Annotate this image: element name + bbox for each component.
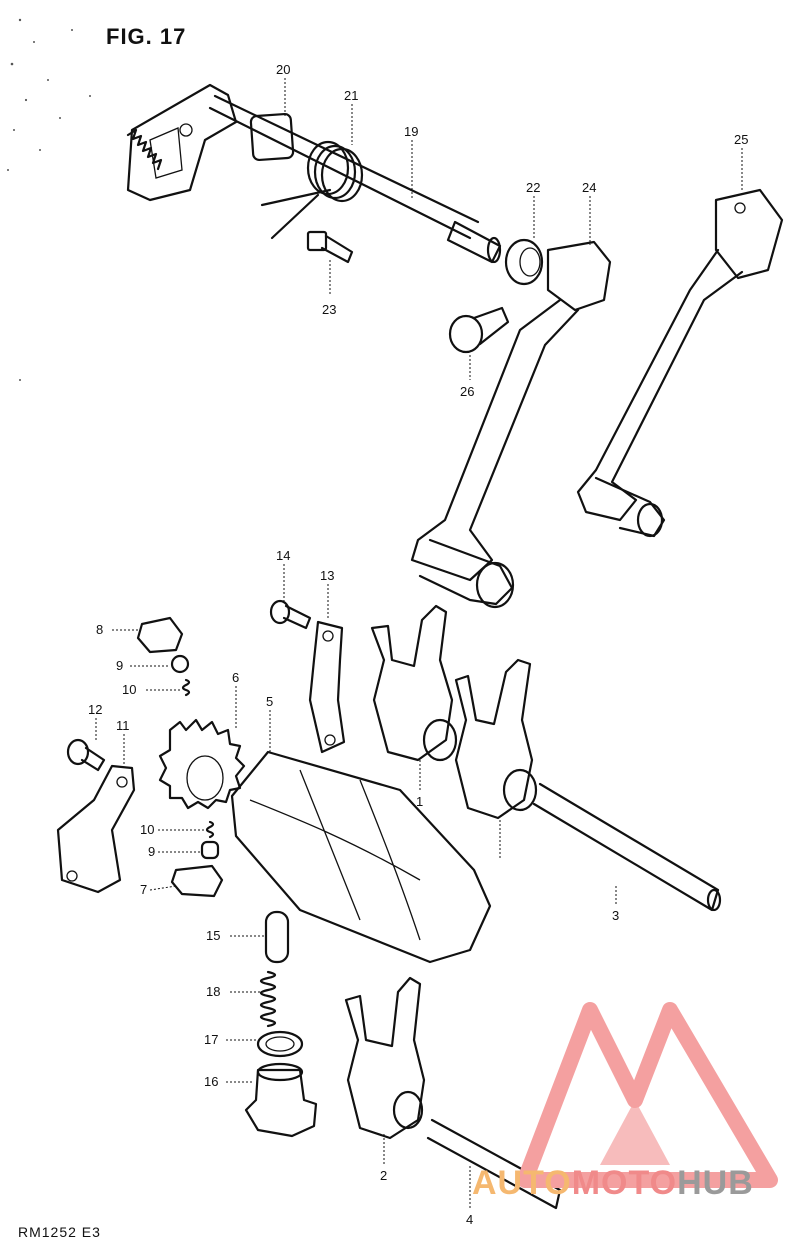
label-16: 16 — [204, 1074, 218, 1089]
shift-fork-2-and-shaft-4 — [344, 976, 562, 1210]
label-15: 15 — [206, 928, 220, 943]
shift-fork-1-and-shaft-3 — [370, 604, 722, 912]
label-7: 7 — [140, 882, 147, 897]
label-8: 8 — [96, 622, 103, 637]
label-14: 14 — [276, 548, 290, 563]
label-24: 24 — [582, 180, 596, 195]
label-6: 6 — [232, 670, 239, 685]
automotohub-logo — [517, 1002, 778, 1188]
watermark-word-hub: HUB — [677, 1164, 754, 1202]
kick-starter-lever — [576, 188, 784, 538]
part-number-labels: 20 21 19 22 24 25 23 26 14 13 8 9 10 6 5… — [88, 62, 748, 1227]
gear-shift-lever — [410, 240, 612, 609]
scan-noise — [7, 18, 91, 381]
diagram-code: RM1252 E3 — [18, 1224, 101, 1240]
stopper-8-pin-9-spring-10 — [136, 616, 191, 697]
screw-12-and-plate-11 — [56, 738, 136, 894]
label-5: 5 — [266, 694, 273, 709]
label-9b: 9 — [148, 844, 155, 859]
label-23: 23 — [322, 302, 336, 317]
label-20: 20 — [276, 62, 290, 77]
figure-title: FIG. 17 — [106, 24, 187, 49]
label-19: 19 — [404, 124, 418, 139]
watermark-word-auto: AUTO — [472, 1164, 572, 1202]
pin-15-spring-18-gasket-17-plug-16 — [244, 910, 318, 1138]
return-spring — [260, 140, 364, 240]
label-10a: 10 — [122, 682, 136, 697]
label-3: 3 — [612, 908, 619, 923]
label-25: 25 — [734, 132, 748, 147]
label-22: 22 — [526, 180, 540, 195]
leader-lines — [95, 78, 743, 1210]
bushing-22 — [504, 238, 544, 286]
cam-driven-gear — [158, 718, 246, 810]
bolt-23 — [306, 230, 354, 264]
bolt-26 — [448, 306, 510, 354]
label-10b: 10 — [140, 822, 154, 837]
screw-14-and-plate-13 — [269, 599, 346, 754]
gear-shift-cam-drum — [230, 750, 492, 964]
label-9a: 9 — [116, 658, 123, 673]
label-4: 4 — [466, 1212, 473, 1227]
label-13: 13 — [320, 568, 334, 583]
label-11: 11 — [116, 718, 130, 733]
label-12: 12 — [88, 702, 102, 717]
label-17: 17 — [204, 1032, 218, 1047]
label-1: 1 — [416, 794, 423, 809]
label-18: 18 — [206, 984, 220, 999]
watermark-word-moto: MOTO — [571, 1164, 678, 1202]
watermark-text: AUTOMOTOHUB — [472, 1164, 754, 1203]
label-21: 21 — [344, 88, 358, 103]
label-26: 26 — [460, 384, 474, 399]
spring-10-pin-9-stopper-7 — [170, 820, 224, 898]
label-2: 2 — [380, 1168, 387, 1183]
